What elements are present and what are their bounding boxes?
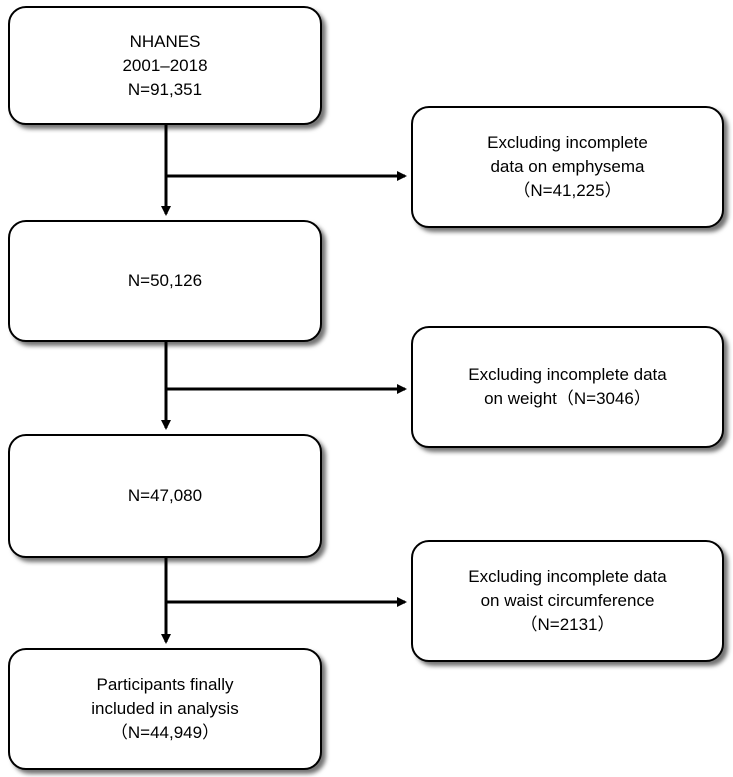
main-box-nhanes: NHANES 2001–2018 N=91,351 xyxy=(8,6,322,125)
main-box-after-emphysema-line-1: N=50,126 xyxy=(127,271,203,290)
exclusion-box-waist-line-3: （N=2131） xyxy=(520,615,615,634)
main-box-after-weight: N=47,080 xyxy=(8,434,322,558)
main-box-nhanes-line-3: N=91,351 xyxy=(127,79,203,99)
main-box-final-participants: Participants finally included in analysi… xyxy=(8,648,322,770)
exclusion-box-waist-line-1: Excluding incomplete data xyxy=(468,567,667,586)
main-box-nhanes-line-2: 2001–2018 xyxy=(122,55,208,75)
exclusion-box-emphysema-line-1: Excluding incomplete xyxy=(487,133,648,152)
main-box-after-emphysema: N=50,126 xyxy=(8,220,322,342)
exclusion-box-emphysema: Excluding incomplete data on emphysema （… xyxy=(411,106,724,228)
exclusion-box-weight: Excluding incomplete data on weight（N=30… xyxy=(411,326,724,448)
main-box-final-line-2: included in analysis xyxy=(91,699,239,718)
exclusion-box-weight-line-2: on weight（N=3046） xyxy=(484,389,651,408)
main-box-after-weight-line-1: N=47,080 xyxy=(127,486,203,505)
exclusion-box-emphysema-line-3: （N=41,225） xyxy=(513,181,622,200)
exclusion-box-emphysema-line-2: data on emphysema xyxy=(490,157,645,176)
exclusion-box-waist-line-2: on waist circumference xyxy=(480,591,655,610)
exclusion-box-weight-line-1: Excluding incomplete data xyxy=(468,365,667,384)
main-box-final-line-1: Participants finally xyxy=(96,675,234,694)
main-box-final-line-3: （N=44,949） xyxy=(110,723,220,742)
main-box-nhanes-line-1: NHANES xyxy=(129,31,201,51)
exclusion-box-waist: Excluding incomplete data on waist circu… xyxy=(411,540,724,662)
